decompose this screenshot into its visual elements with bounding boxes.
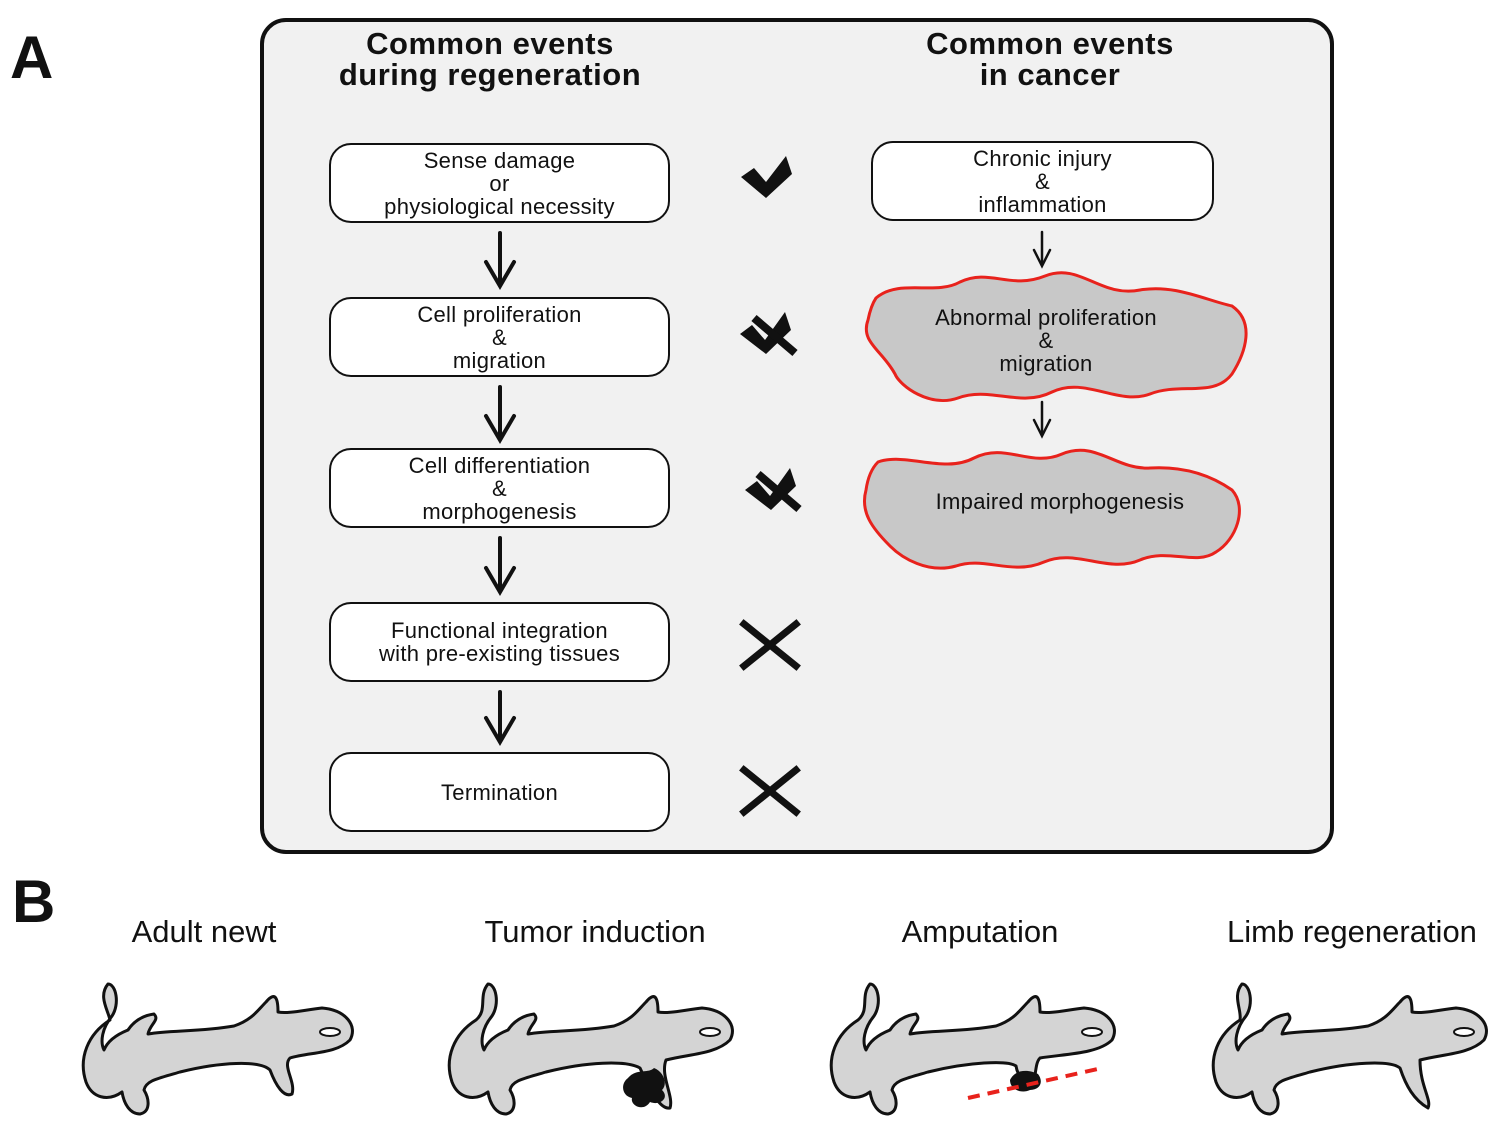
- cancer-text-line: Chronic injury: [973, 145, 1112, 171]
- cancer-text-line: migration: [999, 351, 1093, 376]
- cancer-flow-arrow: [1032, 400, 1052, 439]
- flow-arrow: [484, 690, 516, 746]
- step-cell-proliferation: Cell proliferation & migration: [329, 297, 670, 377]
- check-mark-icon: [741, 156, 792, 198]
- partial-check-mark-icon: [745, 468, 802, 513]
- cross-mark-icon: [739, 765, 801, 817]
- cancer-text-line: Abnormal proliferation: [935, 305, 1157, 330]
- step-text-line: Cell proliferation: [417, 301, 582, 327]
- step-text-line: Cell differentiation: [408, 452, 591, 478]
- panel-b-letter: B: [12, 868, 56, 935]
- step-text-line: Termination: [440, 779, 559, 805]
- cancer-header-line-1: Common events: [926, 26, 1174, 61]
- step-text-line: Functional integration: [391, 618, 608, 643]
- cancer-step-abnormal-proliferation: Abnormal proliferation & migration: [890, 306, 1202, 375]
- flow-arrow: [484, 385, 516, 444]
- step-text-line: or: [489, 170, 510, 196]
- step-functional-integration: Functional integration with pre-existing…: [329, 602, 670, 682]
- regeneration-column-header: Common events during regeneration: [300, 28, 680, 90]
- stage-label-tumor-induction: Tumor induction: [484, 914, 706, 949]
- flow-arrow: [484, 231, 516, 290]
- amputation-cut-line: [967, 1066, 1103, 1100]
- cancer-step-chronic-injury: Chronic injury & inflammation: [871, 141, 1214, 221]
- step-text-line: &: [492, 475, 507, 501]
- flow-arrow: [484, 536, 516, 596]
- newt-regenerated-limb-icon: [1211, 982, 1488, 1116]
- regeneration-header-line-1: Common events: [366, 26, 614, 61]
- cancer-text-line: &: [1035, 168, 1050, 194]
- cancer-column-header: Common events in cancer: [880, 28, 1220, 90]
- regeneration-flow-arrows: [484, 231, 516, 746]
- step-text-line: morphogenesis: [422, 498, 577, 524]
- cancer-header-line-2: in cancer: [979, 57, 1121, 92]
- tumor-mass: [623, 1068, 665, 1108]
- regeneration-header-line-2: during regeneration: [338, 57, 642, 92]
- step-text-line: migration: [452, 347, 547, 373]
- abnormal-proliferation-cloud: [864, 271, 1248, 402]
- impaired-morphogenesis-cloud: [863, 448, 1241, 570]
- cancer-text-line: &: [1038, 328, 1054, 353]
- cancer-flow-arrow: [1032, 230, 1052, 269]
- cross-mark-icon: [739, 619, 801, 671]
- cancer-text-line: inflammation: [978, 191, 1107, 217]
- panel-a-letter: A: [10, 24, 54, 91]
- cancer-flow-arrows: [1032, 230, 1052, 439]
- newt-tumor-icon: [447, 982, 734, 1116]
- step-text-line: Sense damage: [423, 147, 576, 173]
- partial-check-mark-icon: [740, 312, 798, 357]
- cancer-step-impaired-morphogenesis: Impaired morphogenesis: [890, 490, 1230, 513]
- stage-label-limb-regeneration: Limb regeneration: [1227, 914, 1477, 949]
- step-text-line: &: [492, 324, 507, 350]
- step-cell-differentiation: Cell differentiation & morphogenesis: [329, 448, 670, 528]
- cancer-text-line: Impaired morphogenesis: [935, 489, 1185, 514]
- step-text-line: physiological necessity: [384, 193, 615, 219]
- newt-amputation-icon: [829, 982, 1116, 1116]
- stage-label-amputation: Amputation: [901, 914, 1059, 949]
- step-sense-damage: Sense damage or physiological necessity: [329, 143, 670, 223]
- stage-label-adult-newt: Adult newt: [131, 914, 277, 949]
- step-termination: Termination: [329, 752, 670, 832]
- step-text-line: with pre-existing tissues: [378, 641, 621, 666]
- newt-icon: [81, 982, 354, 1116]
